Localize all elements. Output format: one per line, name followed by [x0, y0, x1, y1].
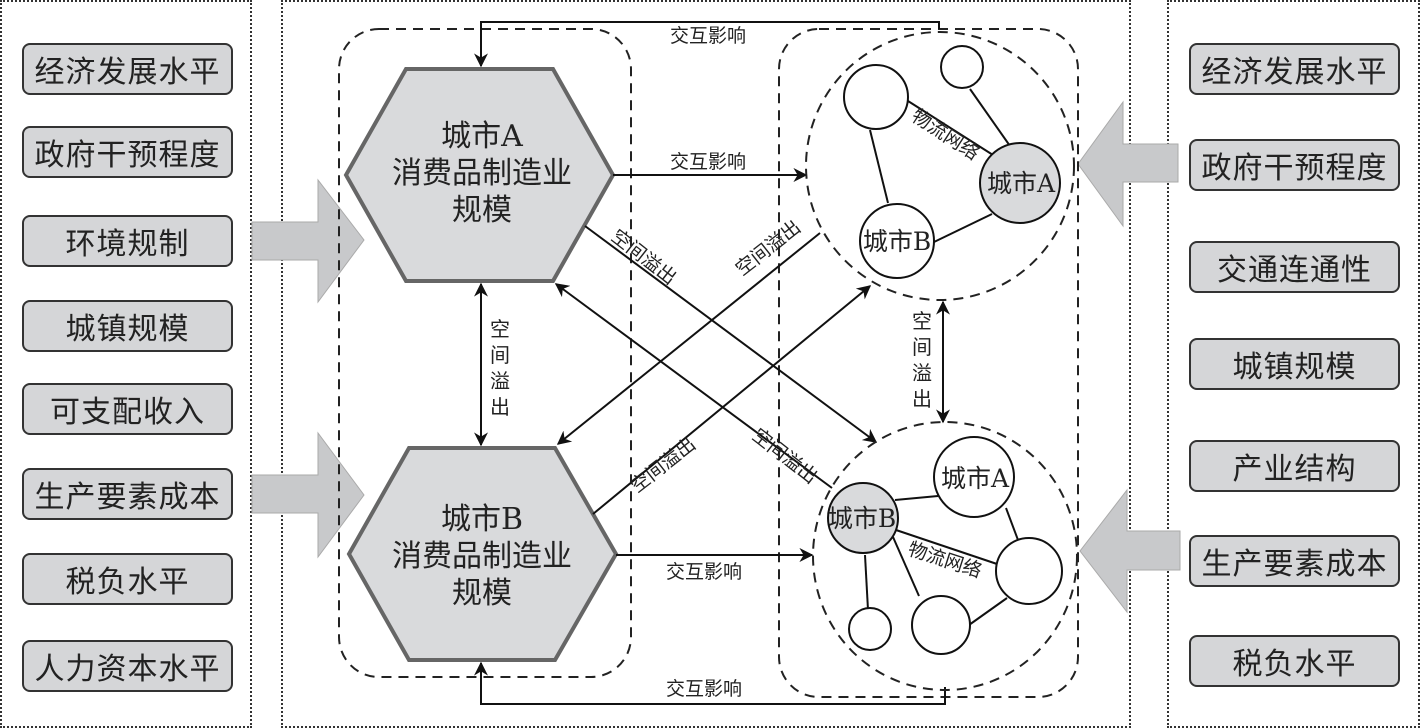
network-group-container	[778, 28, 1079, 698]
spillover-label-hex-vertical-1: 空	[490, 317, 510, 341]
right-factor-industrial-structure: 产业结构	[1189, 440, 1400, 492]
spillover-line-top-network-to-b	[556, 232, 821, 445]
network-top-edge	[907, 100, 994, 156]
network-bottom-edge	[895, 529, 1001, 566]
network-top-city-b-label: 城市B	[863, 227, 931, 256]
right-factor-transport-connectivity: 交通连通性	[1189, 241, 1400, 293]
big-arrow-right-top	[1077, 100, 1179, 228]
left-factor-human-capital: 人力资本水平	[22, 640, 233, 692]
left-factors-panel	[0, 0, 252, 728]
right-factors-panel	[1167, 0, 1420, 728]
hexagon-city-b-title: 城市B	[441, 502, 523, 537]
network-top-edge	[869, 129, 889, 204]
network-top-edge	[933, 213, 993, 243]
network-bottom-city-b-label: 城市B	[828, 504, 896, 533]
hexagon-city-a-subtitle: 消费品制造业	[392, 156, 572, 191]
big-arrow-left-bottom	[251, 431, 365, 559]
spillover-label-hex-vertical-2: 间	[490, 343, 510, 367]
right-factor-production-cost: 生产要素成本	[1189, 535, 1400, 587]
spillover-label-network-vertical-2: 间	[912, 335, 932, 359]
network-bottom-edge	[894, 495, 939, 501]
network-bottom-edge	[864, 554, 869, 611]
center-panel	[281, 0, 1131, 728]
spillover-label-a-diag: 空间溢出	[607, 225, 680, 289]
right-factor-tax-burden: 税负水平	[1189, 635, 1400, 687]
left-factor-town-scale: 城镇规模	[22, 300, 233, 352]
network-bottom-node	[848, 607, 892, 651]
spillover-label-network-vertical-1: 空	[912, 309, 932, 333]
network-bottom-node	[911, 595, 971, 655]
network-top-node-city-a	[979, 142, 1061, 224]
right-factor-government-intervention: 政府干预程度	[1189, 139, 1400, 191]
network-bottom-boundary	[812, 421, 1078, 691]
interaction-label-a: 交互影响	[670, 151, 746, 173]
network-top-boundary	[805, 31, 1075, 301]
network-bottom-logistics-label: 物流网络	[905, 538, 984, 582]
network-bottom-edge	[968, 597, 1008, 626]
network-bottom-edge	[892, 536, 920, 597]
network-top-node	[843, 64, 909, 130]
network-bottom-city-a-label: 城市A	[941, 464, 1010, 493]
network-top-city-a-label: 城市A	[987, 169, 1056, 198]
hexagon-city-b-scale: 规模	[452, 576, 512, 611]
network-top-node-city-b	[859, 203, 935, 279]
left-factor-environmental-regulation: 环境规制	[22, 215, 233, 267]
hexagon-group-container	[338, 28, 632, 678]
spillover-label-bottom-network-diag: 空间溢出	[748, 424, 821, 488]
hexagon-city-b-subtitle: 消费品制造业	[392, 539, 572, 574]
network-bottom-node-city-a	[933, 436, 1015, 518]
interaction-label-top: 交互影响	[670, 25, 746, 47]
network-top-logistics-label: 物流网络	[907, 105, 983, 165]
interaction-feedback-bottom	[474, 661, 946, 705]
interaction-label-bottom: 交互影响	[666, 678, 742, 700]
spillover-label-network-vertical-4: 出	[912, 387, 932, 411]
interaction-feedback-top	[474, 21, 940, 68]
network-top-node	[940, 45, 984, 89]
interaction-label-b: 交互影响	[666, 561, 742, 583]
left-factor-disposable-income: 可支配收入	[22, 383, 233, 435]
network-top-edge	[969, 88, 1011, 147]
spillover-line-bottom-network-to-a	[554, 283, 833, 489]
network-bottom-node-city-b	[827, 482, 899, 554]
spillover-line-a-to-bottom-network	[584, 225, 878, 443]
network-bottom-node	[995, 537, 1063, 605]
hexagon-city-b	[346, 446, 619, 662]
hexagon-city-a	[343, 67, 616, 283]
right-factor-economic-development: 经济发展水平	[1189, 43, 1400, 95]
left-factor-government-intervention: 政府干预程度	[22, 126, 233, 178]
hexagon-city-a-title: 城市A	[441, 119, 523, 154]
spillover-line-b-to-top-network	[592, 285, 872, 515]
big-arrow-left-top	[251, 178, 365, 304]
right-factor-town-scale: 城镇规模	[1189, 338, 1400, 390]
left-factor-production-cost: 生产要素成本	[22, 468, 233, 520]
spillover-label-network-vertical-3: 溢	[912, 361, 932, 385]
spillover-label-hex-vertical-4: 出	[490, 395, 510, 419]
big-arrow-right-bottom	[1079, 488, 1181, 614]
spillover-label-hex-vertical-3: 溢	[490, 369, 510, 393]
left-factor-economic-development: 经济发展水平	[22, 43, 233, 95]
spillover-label-top-network-diag: 空间溢出	[732, 216, 805, 280]
left-factor-tax-burden: 税负水平	[22, 553, 233, 605]
spillover-label-b-diag: 空间溢出	[627, 433, 700, 497]
network-bottom-edge	[1005, 507, 1019, 541]
hexagon-city-a-scale: 规模	[452, 193, 512, 228]
